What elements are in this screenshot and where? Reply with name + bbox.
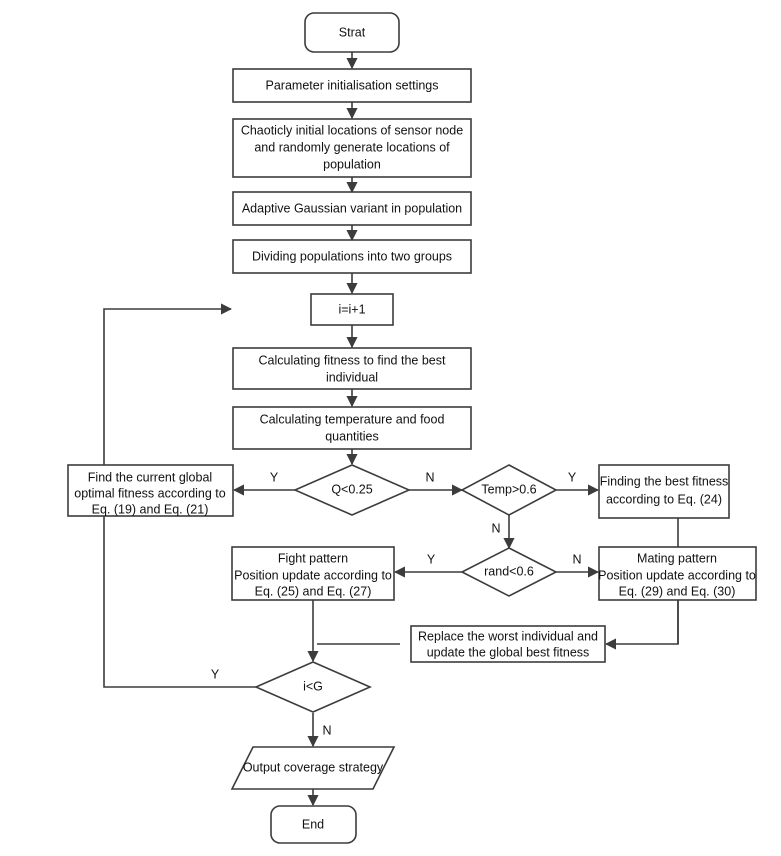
decision-rand-shape[interactable] — [460, 547, 558, 597]
replace-worst-shape[interactable] — [410, 625, 606, 663]
node-output-strategy[interactable]: Output coverage strategy — [230, 746, 396, 790]
calc-temperature-line1: Calculating temperature and food — [260, 412, 445, 426]
mating-pattern-line2: Position update according to — [598, 568, 756, 582]
output-strategy-label: Output coverage strategy — [243, 760, 384, 774]
edge-label-q-no: N — [425, 470, 434, 484]
chaotic-init-line3: population — [323, 157, 381, 171]
node-fight-pattern[interactable]: Fight pattern Position update according … — [231, 546, 395, 601]
node-calc-temperature[interactable]: Calculating temperature and food quantit… — [232, 406, 472, 450]
replace-worst-line2: update the global best fitness — [427, 645, 590, 659]
node-find-best-fitness[interactable]: Finding the best fitness according to Eq… — [598, 464, 730, 519]
node-replace-worst[interactable]: Replace the worst individual and update … — [410, 625, 606, 663]
edge-label-ig-yes: Y — [211, 667, 220, 681]
edge-label-rand-yes: Y — [427, 552, 436, 566]
chaotic-init-shape[interactable] — [232, 118, 472, 178]
end-label: End — [302, 817, 324, 831]
node-decision-temp[interactable]: Temp>0.6 — [460, 464, 558, 516]
decision-temp-label: Temp>0.6 — [481, 482, 536, 496]
node-calc-fitness[interactable]: Calculating fitness to find the best ind… — [232, 347, 472, 390]
decision-ig-label: i<G — [303, 679, 323, 693]
edge-label-temp-yes: Y — [568, 470, 577, 484]
calc-fitness-shape[interactable] — [232, 347, 472, 390]
edge-label-ig-no: N — [322, 723, 331, 737]
find-global-line2: optimal fitness according to — [74, 486, 226, 500]
gaussian-variant-shape[interactable] — [232, 191, 472, 226]
chaotic-init-line1: Chaoticly initial locations of sensor no… — [241, 123, 463, 137]
chaotic-init-line2: and randomly generate locations of — [254, 140, 450, 154]
gaussian-variant-label: Adaptive Gaussian variant in population — [242, 201, 462, 215]
replace-worst-line1: Replace the worst individual and — [418, 629, 598, 643]
node-end[interactable]: End — [270, 805, 357, 844]
find-global-shape[interactable] — [67, 464, 234, 517]
find-global-line3: Eq. (19) and Eq. (21) — [92, 502, 209, 516]
start-label: Strat — [339, 25, 366, 39]
divide-population-shape[interactable] — [232, 239, 472, 274]
node-chaotic-init[interactable]: Chaoticly initial locations of sensor no… — [232, 118, 472, 178]
mating-pattern-line1: Mating pattern — [637, 551, 717, 565]
decision-q-label: Q<0.25 — [331, 482, 372, 496]
divide-population-label: Dividing populations into two groups — [252, 249, 452, 263]
edge-label-rand-no: N — [572, 552, 581, 566]
fight-pattern-shape[interactable] — [231, 546, 395, 601]
edge-labels: Y N Y N Y N Y N — [211, 470, 582, 737]
edge-label-q-yes: Y — [270, 470, 279, 484]
calc-fitness-line2: individual — [326, 370, 378, 384]
node-divide-population[interactable]: Dividing populations into two groups — [232, 239, 472, 274]
node-find-global[interactable]: Find the current global optimal fitness … — [67, 464, 234, 517]
increment-label: i=i+1 — [338, 302, 365, 316]
calc-temperature-shape[interactable] — [232, 406, 472, 450]
output-strategy-shape[interactable] — [230, 746, 396, 790]
connectors — [103, 52, 679, 807]
fight-pattern-line2: Position update according to — [234, 568, 392, 582]
fight-pattern-line1: Fight pattern — [278, 551, 348, 565]
find-best-fitness-line2: according to Eq. (24) — [606, 492, 722, 506]
edge-label-temp-no: N — [491, 521, 500, 535]
fight-pattern-line3: Eq. (25) and Eq. (27) — [255, 584, 372, 598]
mating-pattern-shape[interactable] — [598, 546, 757, 601]
node-decision-q[interactable]: Q<0.25 — [293, 464, 411, 516]
param-init-label: Parameter initialisation settings — [266, 78, 439, 92]
start-shape[interactable] — [304, 12, 400, 53]
increment-shape[interactable] — [310, 293, 394, 326]
decision-ig-shape[interactable] — [254, 661, 372, 713]
mating-pattern-line3: Eq. (29) and Eq. (30) — [619, 584, 736, 598]
node-mating-pattern[interactable]: Mating pattern Position update according… — [598, 546, 757, 601]
node-gaussian-variant[interactable]: Adaptive Gaussian variant in population — [232, 191, 472, 226]
node-param-init[interactable]: Parameter initialisation settings — [232, 68, 472, 103]
find-best-fitness-shape[interactable] — [598, 464, 730, 519]
find-global-line1: Find the current global — [88, 470, 212, 484]
calc-fitness-line1: Calculating fitness to find the best — [259, 353, 446, 367]
decision-temp-shape[interactable] — [460, 464, 558, 516]
node-decision-rand[interactable]: rand<0.6 — [460, 547, 558, 597]
decision-q-shape[interactable] — [293, 464, 411, 516]
param-init-shape[interactable] — [232, 68, 472, 103]
node-increment[interactable]: i=i+1 — [310, 293, 394, 326]
calc-temperature-line2: quantities — [325, 429, 379, 443]
find-best-fitness-line1: Finding the best fitness — [600, 474, 729, 488]
node-start[interactable]: Strat — [304, 12, 400, 53]
node-decision-ig[interactable]: i<G — [254, 661, 372, 713]
end-shape[interactable] — [270, 805, 357, 844]
decision-rand-label: rand<0.6 — [484, 564, 534, 578]
